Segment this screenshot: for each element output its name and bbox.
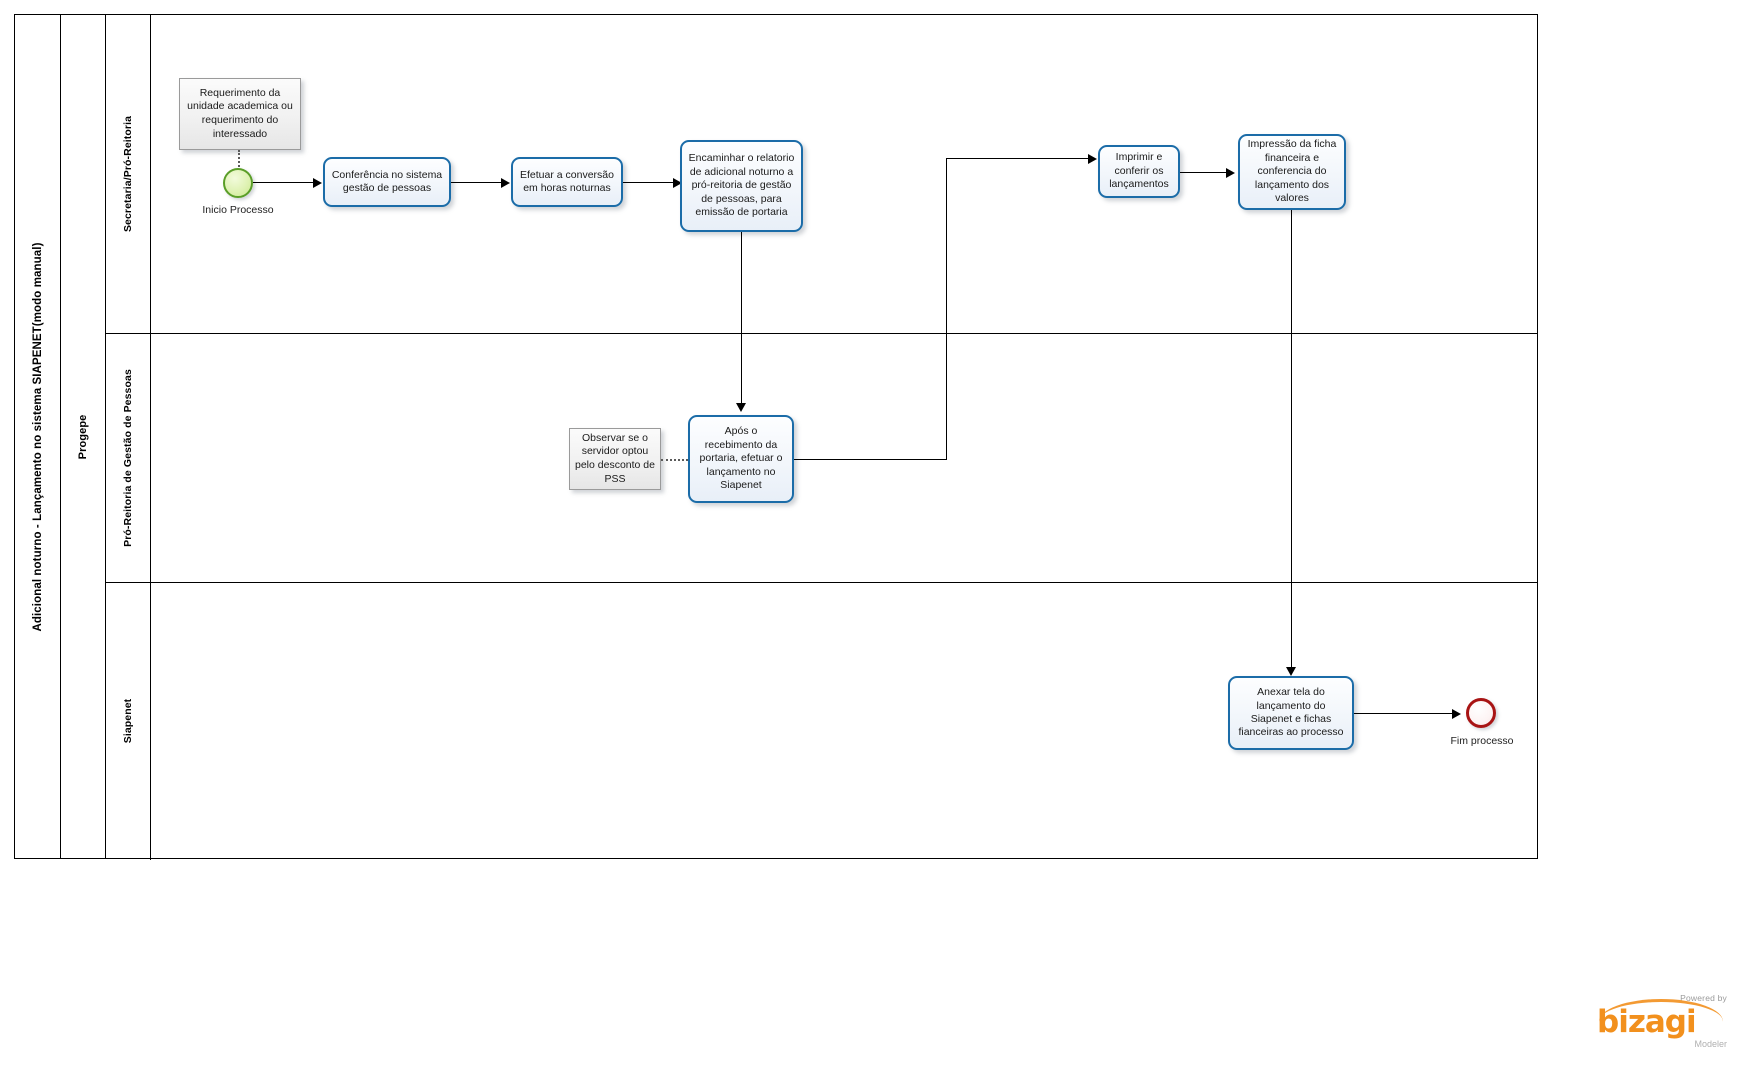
task-2-label: Efetuar a conversão em horas noturnas [520,168,614,194]
end-event-label: Fim processo [1450,735,1514,747]
flow-t6-right [794,459,947,461]
page-title: Adicional noturno - Lançamento no sistem… [31,241,44,632]
flow-t5-to-t7-arrowhead [1286,667,1296,676]
flow-t6-up [946,158,948,460]
task-1-label: Conferência no sistema gestão de pessoas [331,168,443,194]
lane-divider-1 [106,333,1537,334]
flow-t1-to-t2 [451,182,503,184]
flow-t1-to-t2-arrowhead [501,178,510,188]
flow-t3-to-t6-arrowhead [736,403,746,412]
flow-to-t4 [946,158,1092,160]
powered-by-label: Powered by [1680,993,1727,1003]
lane-container: Secretaria/Pró-Reitoria Pró-Reitoria de … [106,15,1537,860]
flow-t2-to-t3-arrowhead [673,178,682,188]
annotation-1-text: Requerimento da unidade academica ou req… [187,86,293,140]
pool-label: Progepe [77,414,89,459]
flow-t4-to-t5 [1180,172,1228,174]
task-6-label: Após o recebimento da portaria, efetuar … [699,425,783,492]
task-anexar-tela[interactable]: Anexar tela do lançamento do Siapenet e … [1228,676,1354,750]
lane-label-secretaria: Secretaria/Pró-Reitoria [106,15,151,333]
task-conferencia-sistema[interactable]: Conferência no sistema gestão de pessoas [323,157,451,207]
flow-t3-to-t6 [741,232,743,407]
task-encaminhar-relatorio[interactable]: Encaminhar o relatorio de adicional notu… [680,140,803,232]
diagram-title-column: Adicional noturno - Lançamento no sistem… [15,15,61,858]
bizagi-wordmark: bizagi [1597,1004,1697,1040]
lane-body-proreitoria [151,333,1537,582]
task-impressao-ficha[interactable]: Impressão da ficha financeira e conferen… [1238,134,1346,210]
start-event[interactable] [223,168,253,198]
annotation-1-connector [238,150,240,174]
flow-start-to-t1-arrowhead [313,178,322,188]
flow-t2-to-t3 [623,182,675,184]
task-imprimir-conferir[interactable]: Imprimir e conferir os lançamentos [1098,145,1180,198]
task-7-label: Anexar tela do lançamento do Siapenet e … [1238,686,1344,739]
annotation-2-connector [661,459,688,461]
lane-1-title: Secretaria/Pró-Reitoria [122,115,134,233]
task-efetuar-conversao[interactable]: Efetuar a conversão em horas noturnas [511,157,623,207]
task-3-label: Encaminhar o relatorio de adicional notu… [688,152,795,219]
flow-start-to-t1 [253,182,315,184]
lane-label-siapenet: Siapenet [106,582,151,860]
lane-3-title: Siapenet [122,698,134,744]
task-5-label: Impressão da ficha financeira e conferen… [1247,138,1337,205]
lane-divider-2 [106,582,1537,583]
lane-label-proreitoria: Pró-Reitoria de Gestão de Pessoas [106,333,151,582]
flow-t4-to-t5-arrowhead [1226,168,1235,178]
flow-t7-to-end [1354,713,1458,715]
lane-2-title: Pró-Reitoria de Gestão de Pessoas [122,368,134,547]
flow-t5-to-t7 [1291,210,1293,671]
task-4-label: Imprimir e conferir os lançamentos [1109,151,1169,191]
flow-t7-to-end-arrowhead [1452,709,1461,719]
annotation-pss: Observar se o servidor optou pelo descon… [569,428,661,490]
bizagi-logo: Powered by bizagi Modeler [1597,993,1729,1049]
flow-to-t4-arrowhead [1088,154,1097,164]
annotation-2-text: Observar se o servidor optou pelo descon… [575,431,655,485]
pool-name-column: Progepe [61,15,106,858]
task-lancamento-siapenet[interactable]: Após o recebimento da portaria, efetuar … [688,415,794,503]
bizagi-product-label: Modeler [1694,1039,1727,1049]
start-event-label: Inicio Processo [202,204,274,216]
annotation-requerimento: Requerimento da unidade academica ou req… [179,78,301,150]
logo-swoosh-icon [1599,999,1723,1029]
end-event[interactable] [1466,698,1496,728]
